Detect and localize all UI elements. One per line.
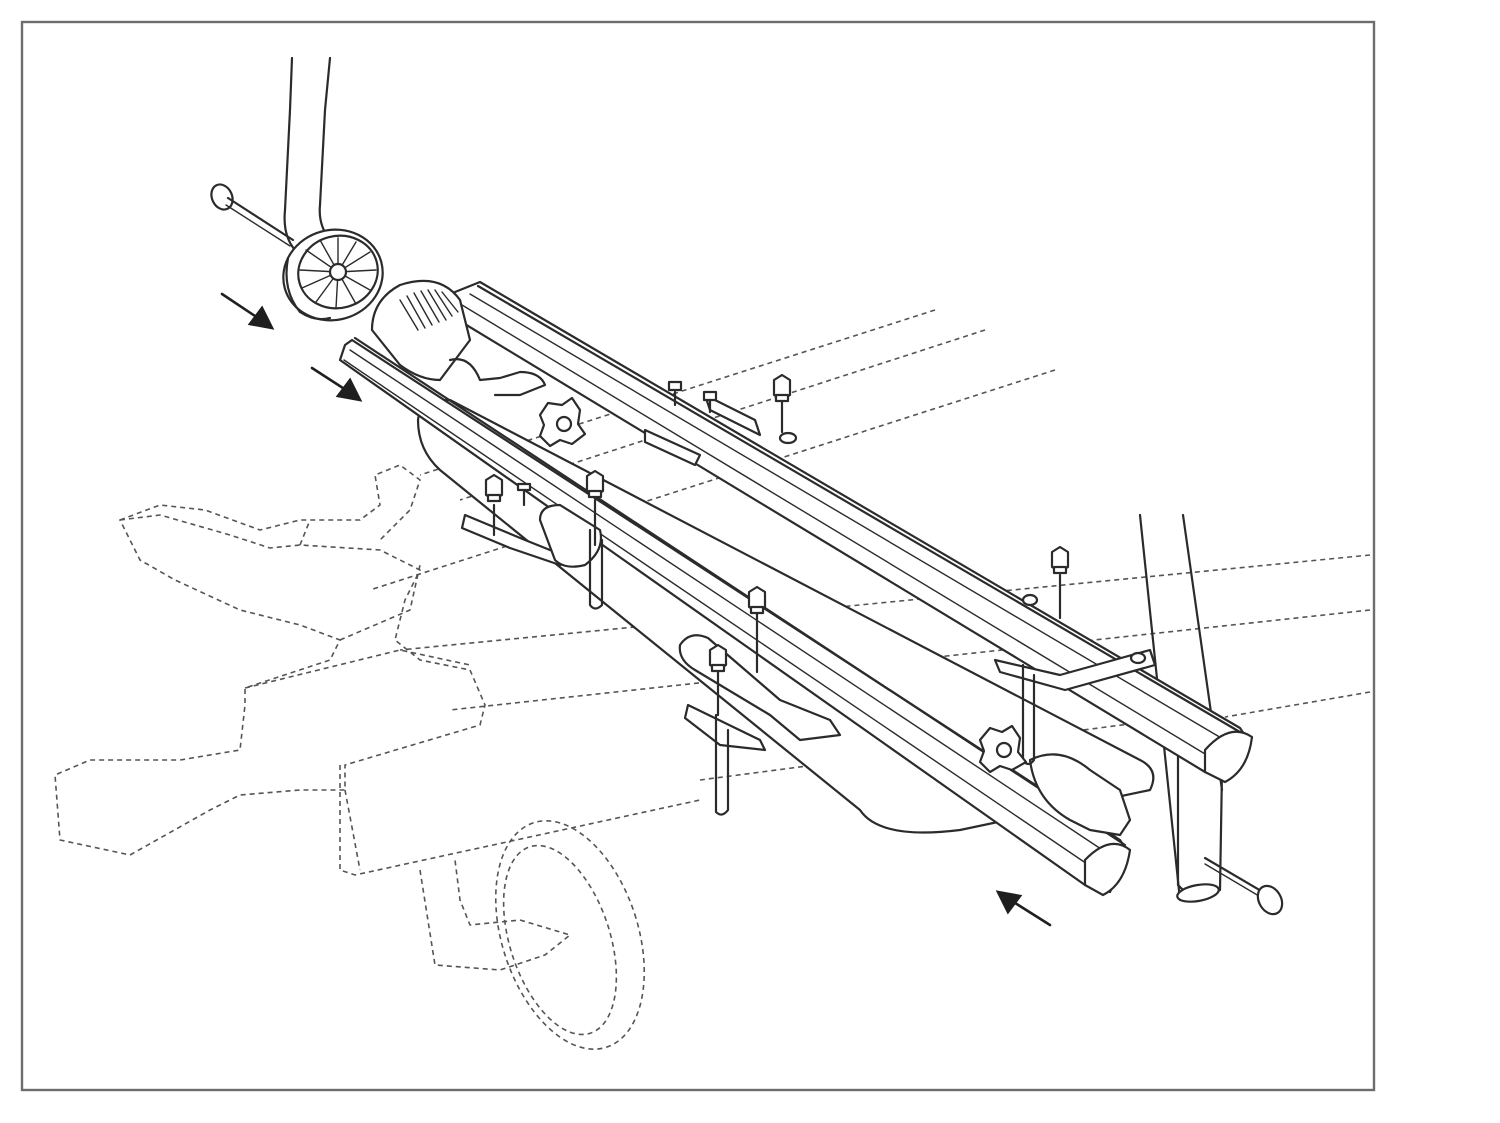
bolt — [585, 469, 605, 547]
rail-end-cap — [1083, 842, 1132, 897]
figure-frame — [20, 20, 1376, 1092]
bolt — [702, 390, 718, 414]
washer — [1021, 593, 1039, 607]
insert-arrow — [310, 366, 363, 402]
bolt — [772, 373, 792, 434]
front-rail — [338, 336, 1132, 897]
bolt — [516, 482, 532, 507]
washer — [1129, 651, 1147, 665]
latch-pin-left — [210, 183, 295, 247]
latch-pin-right — [1203, 856, 1284, 916]
ratchet-teeth — [399, 289, 459, 331]
bolt-nut-set — [484, 373, 1147, 717]
rear-pivot-block — [1028, 753, 1132, 837]
bolt — [667, 380, 683, 407]
bolt — [484, 473, 504, 537]
mast-upper — [283, 56, 332, 257]
star-knob — [978, 724, 1028, 774]
insert-arrow — [220, 292, 275, 330]
spare-wheel-outline — [494, 820, 646, 1050]
washer — [778, 431, 798, 445]
bolt — [1050, 545, 1070, 620]
ratchet-hub — [282, 228, 384, 322]
rail-end-cap — [1203, 730, 1254, 784]
bolt — [747, 585, 767, 674]
insert-arrow — [995, 890, 1052, 927]
bolt — [708, 643, 728, 717]
star-knob — [538, 396, 587, 448]
